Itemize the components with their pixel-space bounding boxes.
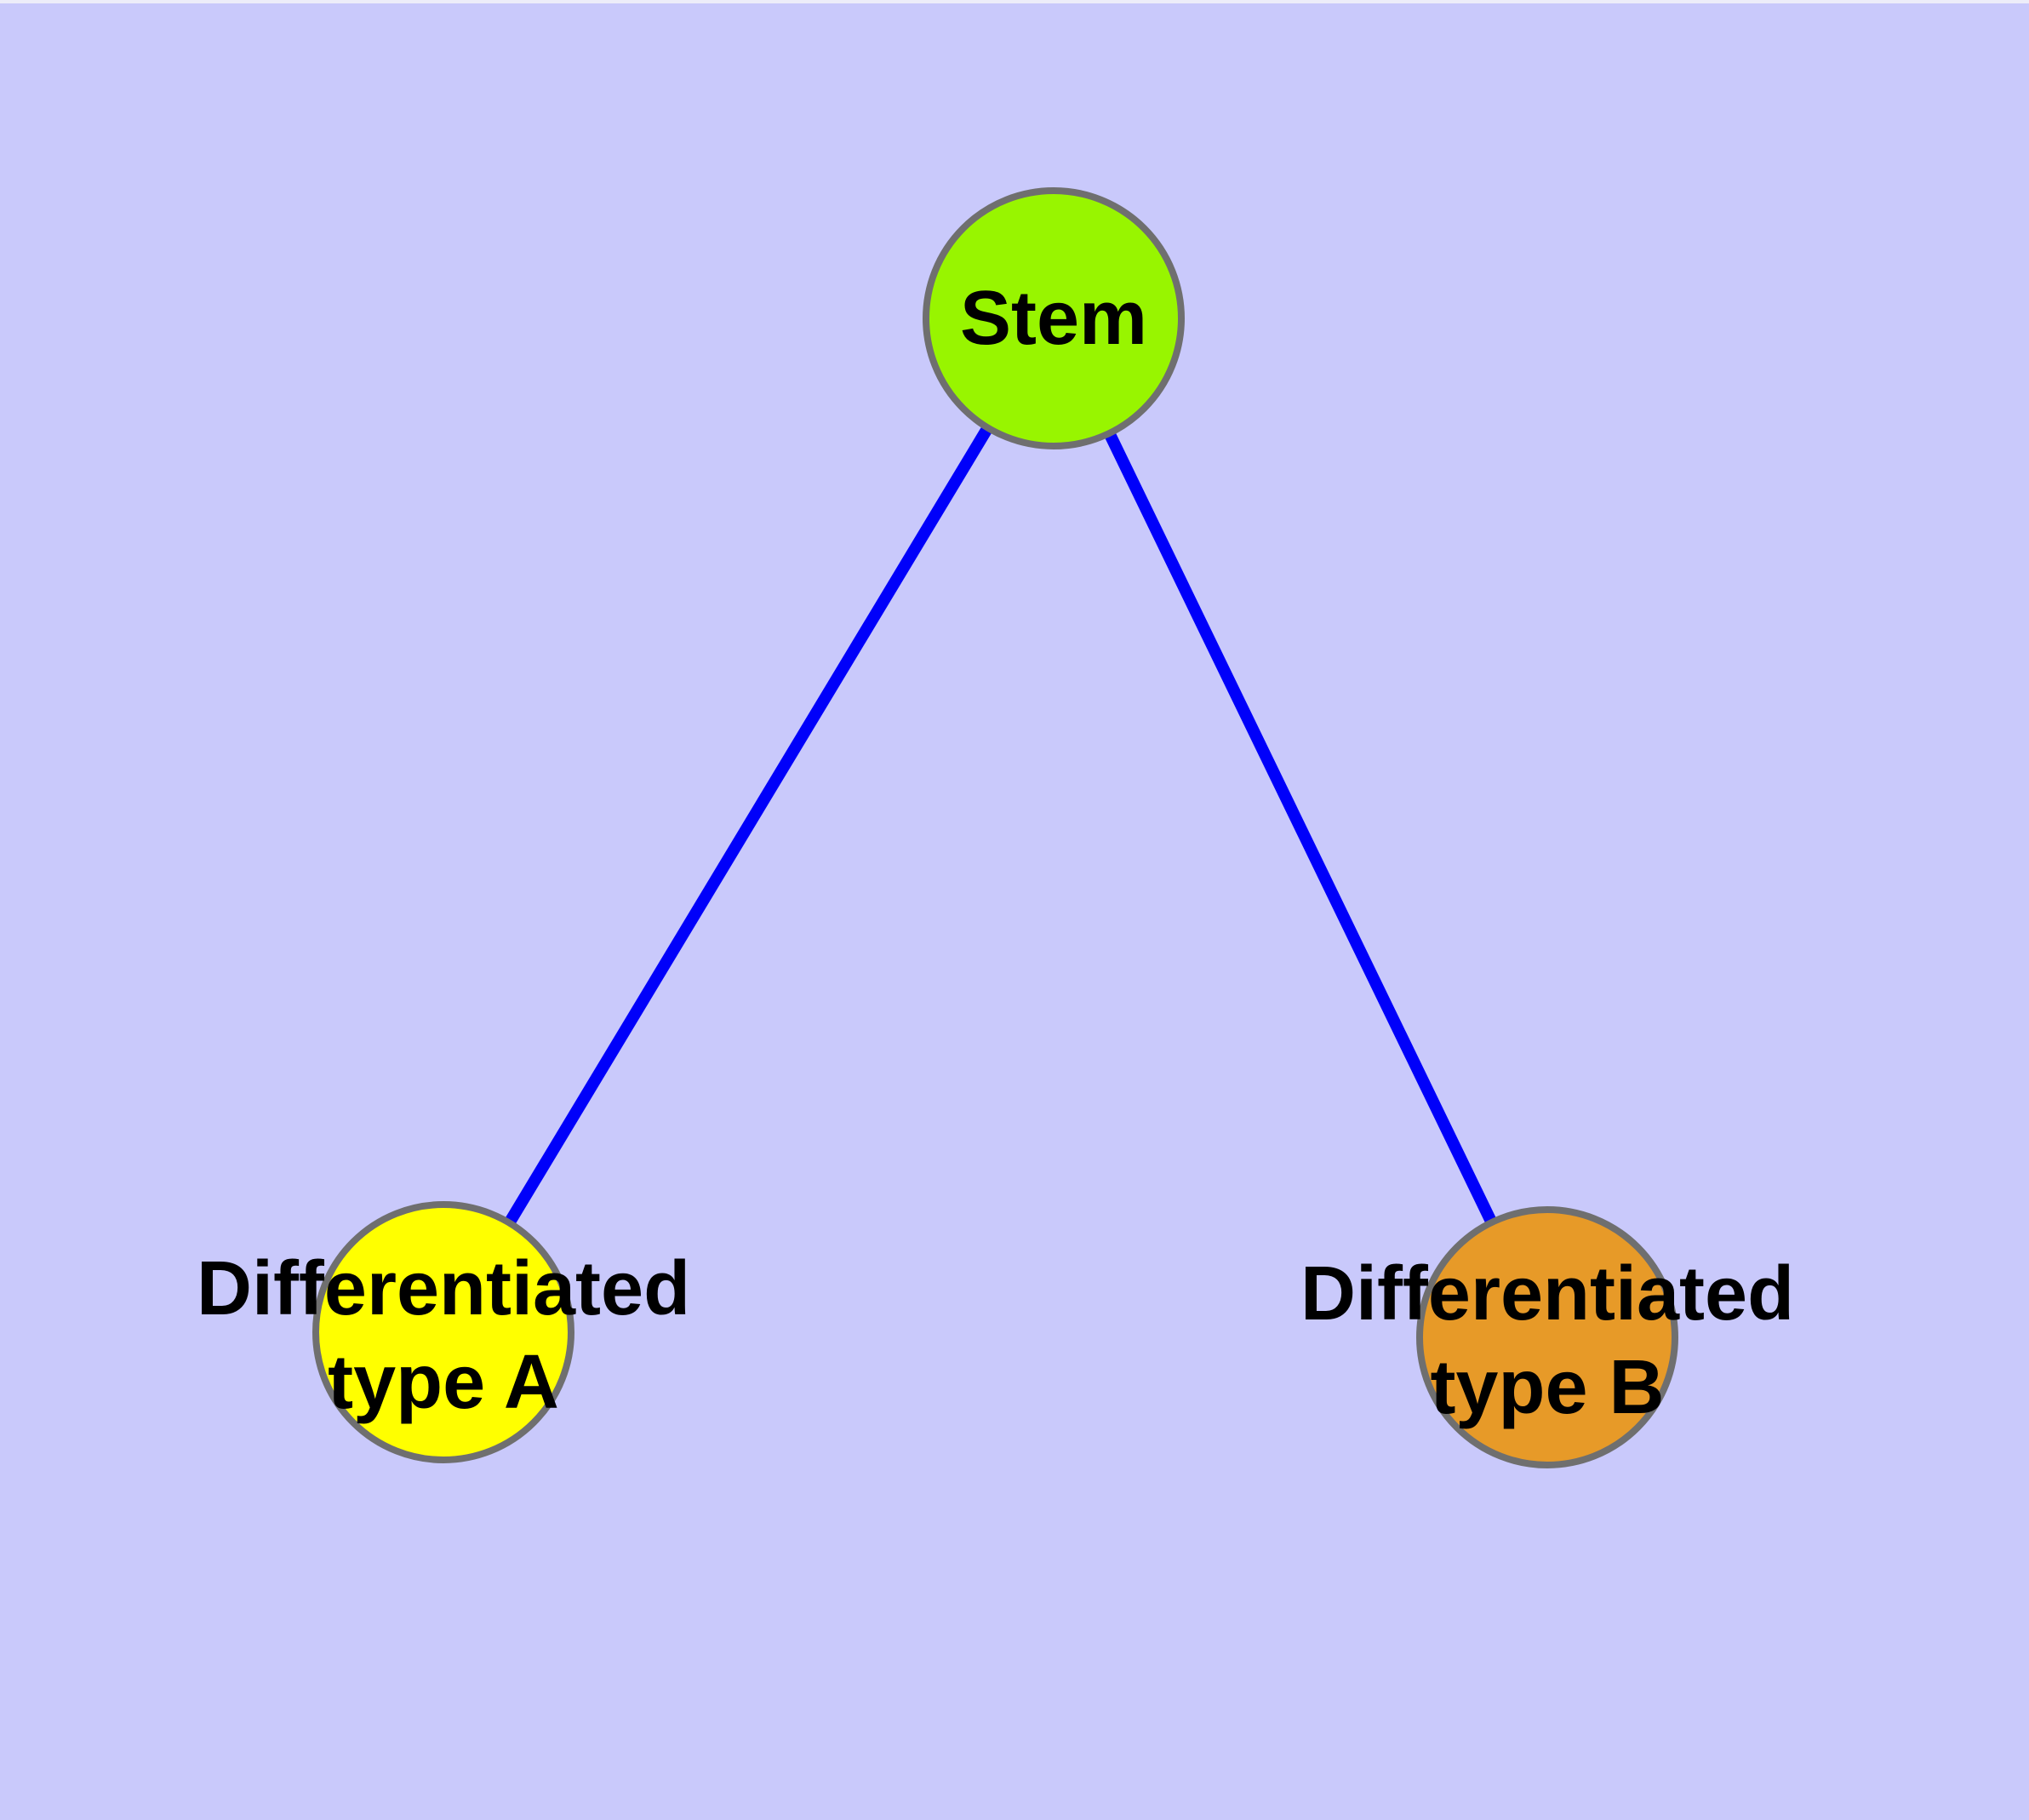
top-edge-artifact <box>0 0 2029 3</box>
node-stem-circle <box>923 187 1185 449</box>
edge-stem-to-type-a <box>438 315 1059 1336</box>
node-differentiated-type-a-circle <box>312 1201 574 1463</box>
node-differentiated-type-b-circle <box>1416 1206 1678 1468</box>
edge-stem-to-type-b <box>1048 315 1553 1341</box>
